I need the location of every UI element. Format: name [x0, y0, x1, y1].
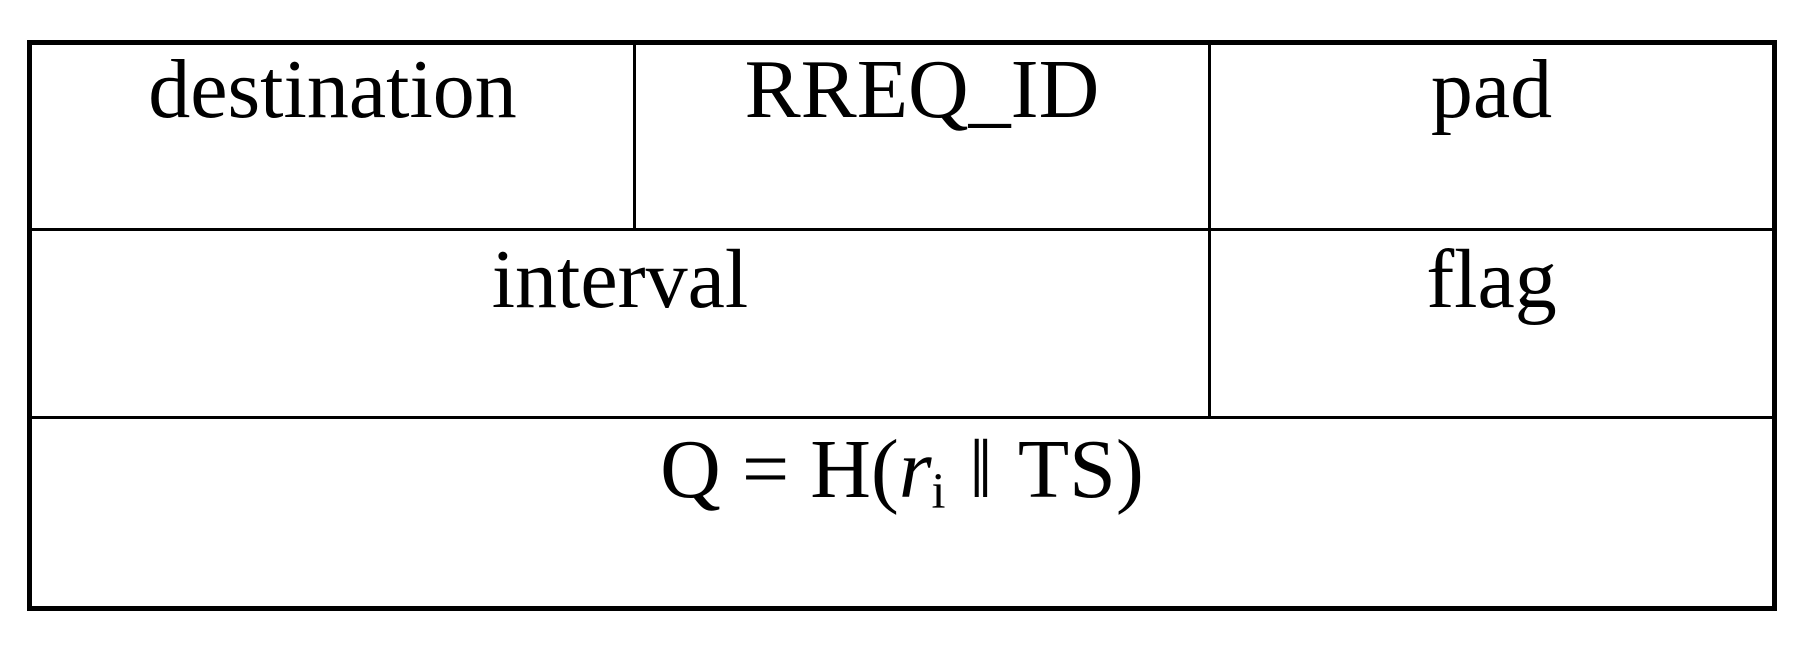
cell-interval: interval [28, 228, 1211, 419]
cell-rreq-id: RREQ_ID [633, 41, 1211, 231]
cell-pad: pad [1208, 41, 1776, 231]
formula-var-r: r [898, 423, 932, 516]
flag-label: flag [1426, 233, 1557, 326]
table-row: interval flag [28, 228, 1776, 419]
packet-format-table: destination RREQ_ID pad interval flag [27, 40, 1777, 611]
table-row: Q = H(ri ‖ TS) [28, 416, 1776, 610]
formula-lhs: Q = H( [660, 423, 899, 516]
destination-label: destination [148, 43, 517, 136]
pad-label: pad [1430, 43, 1553, 136]
rreq-id-label: RREQ_ID [744, 43, 1100, 136]
cell-destination: destination [28, 41, 636, 231]
formula-concat-operator-icon: ‖ [969, 423, 993, 516]
cell-flag: flag [1208, 228, 1776, 419]
table-row: destination RREQ_ID pad [28, 41, 1776, 231]
formula-rhs: TS) [1017, 423, 1144, 516]
interval-label: interval [491, 233, 749, 326]
formula-subscript-i: i [931, 463, 946, 520]
formula: Q = H(ri ‖ TS) [660, 423, 1144, 520]
cell-formula: Q = H(ri ‖ TS) [28, 416, 1776, 610]
